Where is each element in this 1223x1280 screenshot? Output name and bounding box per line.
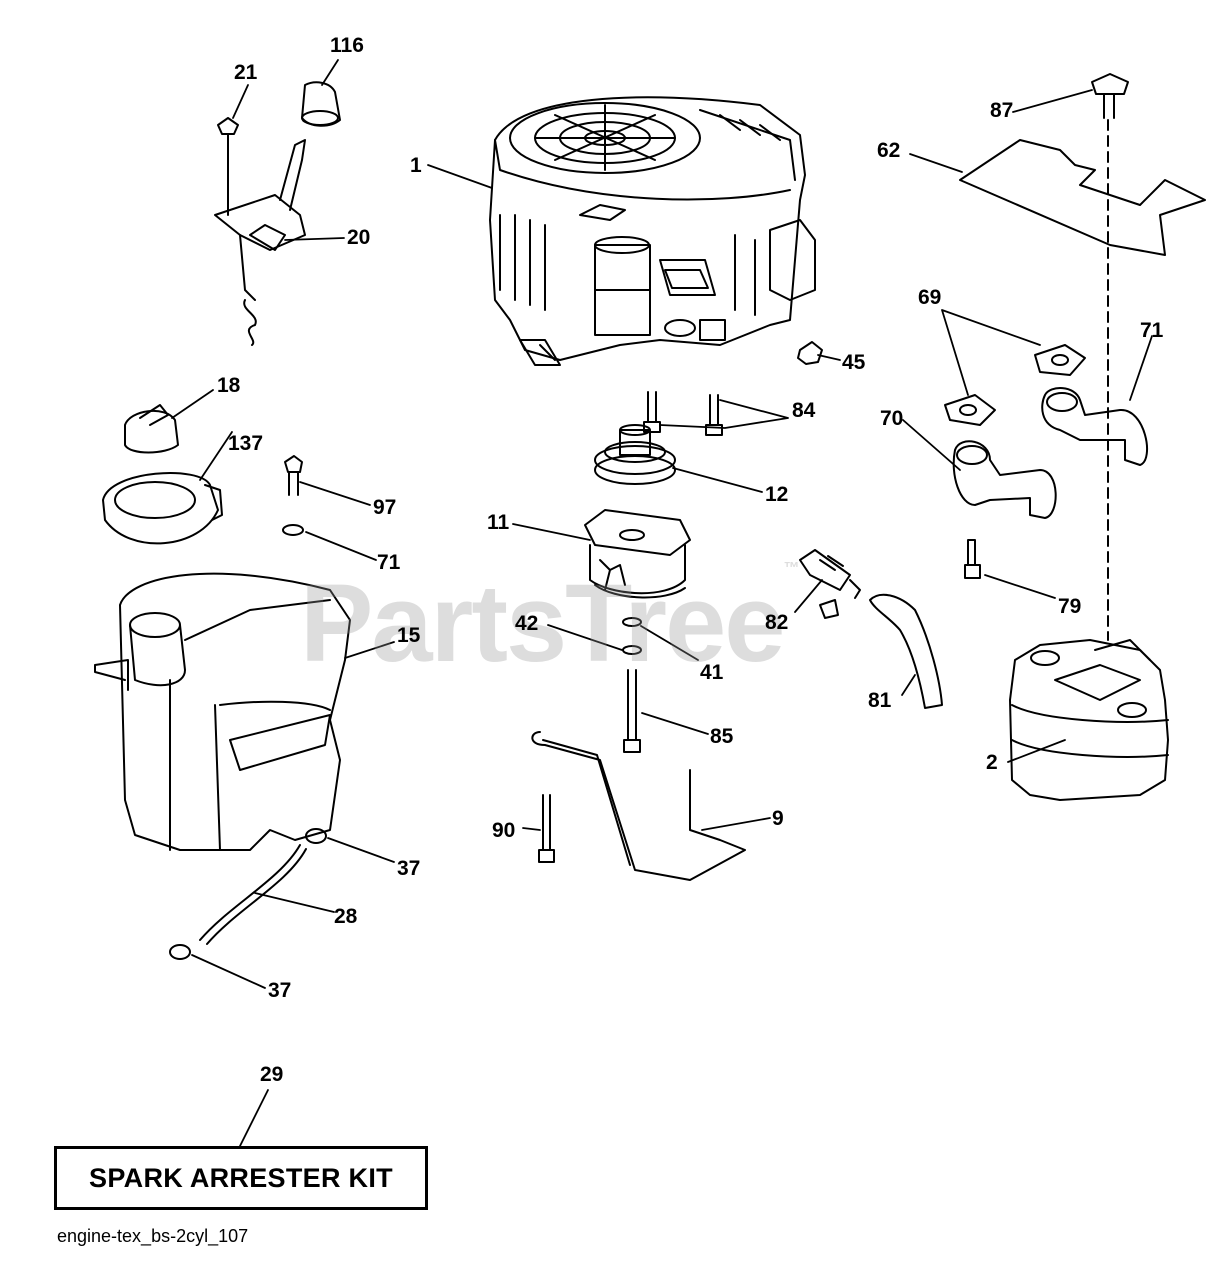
callout-42: 42 (515, 612, 539, 635)
boot-part (869, 593, 943, 709)
callout-116: 116 (330, 34, 364, 57)
washer-96-part (282, 524, 304, 536)
callout-18: 18 (217, 374, 241, 397)
callout-81: 81 (868, 689, 892, 712)
callout-37-top: 37 (397, 857, 421, 880)
diagram-caption: engine-tex_bs-2cyl_107 (57, 1226, 249, 1246)
callout-1: 1 (410, 154, 422, 177)
plug-part (797, 341, 823, 365)
gasket-69-part (944, 344, 1086, 426)
callout-70: 70 (880, 407, 904, 430)
fuel-tank-part (94, 572, 351, 851)
bolt-90-part (538, 794, 555, 863)
callout-37-bottom: 37 (268, 979, 292, 1002)
watermark: PartsTree™ (300, 560, 799, 687)
exhaust-pipe-71-part (1041, 387, 1149, 466)
callout-41: 41 (700, 661, 724, 684)
cap-116-part (301, 81, 341, 127)
watermark-tm: ™ (783, 560, 799, 577)
callout-15: 15 (397, 624, 421, 647)
bolt-87-part (1091, 73, 1129, 119)
callout-97: 97 (373, 496, 397, 519)
fuel-cap-part (124, 404, 179, 454)
callout-137: 137 (228, 432, 264, 455)
pulley-part (594, 424, 676, 485)
muffler-part (1009, 639, 1169, 801)
bolt-79-part (964, 539, 981, 579)
callout-87: 87 (990, 99, 1014, 122)
engine-part (489, 96, 816, 366)
clamp-37-bottom-part (169, 944, 191, 960)
clamp-37-top-part (305, 828, 327, 844)
clutch-part (584, 509, 691, 599)
spark-plug-part (799, 549, 861, 619)
callout-20: 20 (347, 226, 371, 249)
callout-84: 84 (792, 399, 816, 422)
heat-shield-part (959, 139, 1206, 256)
callout-85: 85 (710, 725, 734, 748)
callout-82: 82 (765, 611, 789, 634)
callout-69: 69 (918, 286, 942, 309)
callout-71: 71 (1140, 319, 1164, 342)
spark-arrester-kit-label: SPARK ARRESTER KIT (89, 1162, 393, 1193)
fuel-shield-part (102, 472, 223, 545)
callout-45: 45 (842, 351, 866, 374)
callout-21: 21 (234, 61, 258, 84)
leader-lines (171, 59, 1153, 1147)
rod-part (531, 731, 746, 881)
callout-79: 79 (1058, 595, 1082, 618)
bolt-97-part (284, 455, 303, 496)
callout-9: 9 (772, 807, 784, 830)
control-assembly-part (214, 117, 306, 346)
washer-42-part (622, 645, 642, 655)
callout-28: 28 (334, 905, 358, 928)
callout-62: 62 (877, 139, 901, 162)
callout-2: 2 (986, 751, 998, 774)
bolt-85-part (623, 669, 641, 753)
bolt-84-part (643, 391, 723, 436)
washer-41-part (622, 617, 642, 627)
callout-96: 71 (377, 551, 401, 574)
callout-11: 11 (487, 511, 510, 534)
callout-29: 29 (260, 1063, 284, 1086)
watermark-text: PartsTree (300, 562, 785, 685)
spark-arrester-kit-box: SPARK ARRESTER KIT (54, 1146, 428, 1210)
callout-90: 90 (492, 819, 516, 842)
callout-12: 12 (765, 483, 789, 506)
exhaust-pipe-70-part (952, 440, 1057, 519)
fuel-hose-part (199, 844, 307, 945)
